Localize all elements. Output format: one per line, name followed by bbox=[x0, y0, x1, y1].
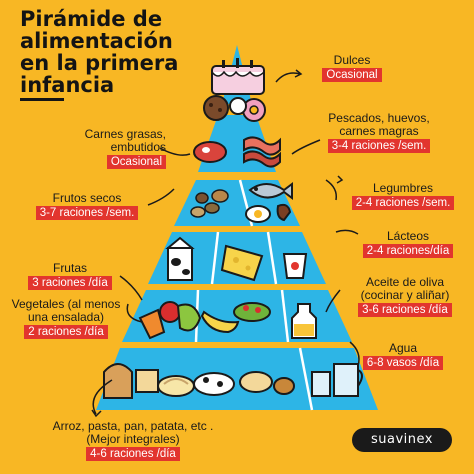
label-aceite-line2: (cocinar y aliñar) bbox=[360, 288, 450, 302]
connector-arrows bbox=[91, 69, 360, 418]
label-carnes-grasas: Carnes grasas, embutidos Ocasional bbox=[16, 128, 166, 169]
label-pescados-tag: 3-4 raciones /sem. bbox=[327, 139, 431, 153]
label-vegetales-line2: una ensalada) bbox=[27, 310, 105, 324]
olive-oil-illustration bbox=[291, 303, 317, 339]
sweets-illustration bbox=[203, 58, 266, 122]
title-underline bbox=[20, 98, 64, 101]
label-carnes-grasas-line1: Carnes grasas, bbox=[84, 127, 166, 141]
page-title: Pirámide de alimentación en la primera i… bbox=[20, 8, 230, 101]
grains-illustration bbox=[103, 363, 295, 399]
label-dulces-name: Dulces bbox=[333, 53, 371, 67]
label-pescados: Pescados, huevos, carnes magras 3-4 raci… bbox=[306, 112, 452, 153]
fruits-vegetables-illustration bbox=[138, 301, 271, 340]
label-vegetales: Vegetales (al menos una ensalada) 2 raci… bbox=[4, 298, 128, 339]
label-cereales-tag: 4-6 raciones /día bbox=[86, 447, 180, 461]
title-line-4: infancia bbox=[20, 73, 115, 97]
label-frutos-secos: Frutos secos 3-7 raciones /sem. bbox=[28, 192, 146, 220]
label-agua-tag: 6-8 vasos /día bbox=[362, 356, 444, 370]
label-agua-name: Agua bbox=[388, 341, 418, 355]
title-line-1: Pirámide de bbox=[20, 7, 163, 31]
label-legumbres: Legumbres 2-4 raciones /sem. bbox=[344, 182, 462, 210]
brand-logo: suavinex bbox=[352, 428, 452, 452]
label-legumbres-tag: 2-4 raciones /sem. bbox=[351, 196, 455, 210]
label-cereales-line1: Arroz, pasta, pan, patata, etc . bbox=[52, 419, 214, 433]
meat-illustration bbox=[193, 136, 281, 168]
label-carnes-grasas-line2: embutidos bbox=[110, 140, 166, 154]
label-agua: Agua 6-8 vasos /día bbox=[354, 342, 452, 370]
label-pescados-line2: carnes magras bbox=[339, 124, 419, 138]
label-legumbres-name: Legumbres bbox=[372, 181, 434, 195]
label-pescados-line1: Pescados, huevos, bbox=[328, 111, 430, 125]
label-dulces-tag: Ocasional bbox=[322, 68, 382, 82]
label-vegetales-tag: 2 raciones /día bbox=[24, 325, 108, 339]
label-aceite-tag: 3-6 raciones /día bbox=[358, 303, 452, 317]
label-frutas-name: Frutas bbox=[52, 261, 87, 275]
label-frutas: Frutas 3 raciones /día bbox=[22, 262, 118, 290]
label-aceite-line1: Aceite de oliva bbox=[365, 275, 445, 289]
label-frutos-secos-tag: 3-7 raciones /sem. bbox=[35, 206, 139, 220]
dairy-illustration bbox=[165, 236, 308, 282]
label-carnes-grasas-tag: Ocasional bbox=[106, 155, 166, 169]
label-vegetales-line1: Vegetales (al menos bbox=[11, 297, 121, 311]
label-frutas-tag: 3 raciones /día bbox=[28, 276, 112, 290]
label-aceite: Aceite de oliva (cocinar y aliñar) 3-6 r… bbox=[346, 276, 464, 317]
label-cereales: Arroz, pasta, pan, patata, etc . (Mejor … bbox=[28, 420, 238, 461]
label-dulces: Dulces Ocasional bbox=[302, 54, 402, 82]
nuts-legumes-illustration bbox=[190, 182, 293, 223]
title-line-3: en la primera bbox=[20, 51, 179, 75]
water-illustration bbox=[311, 363, 363, 397]
label-lacteos: Lácteos 2-4 raciones/día bbox=[356, 230, 460, 258]
label-lacteos-tag: 2-4 raciones/día bbox=[362, 244, 454, 258]
label-lacteos-name: Lácteos bbox=[386, 229, 430, 243]
title-line-2: alimentación bbox=[20, 29, 173, 53]
label-frutos-secos-name: Frutos secos bbox=[52, 191, 122, 205]
label-cereales-line2: (Mejor integrales) bbox=[86, 432, 180, 446]
